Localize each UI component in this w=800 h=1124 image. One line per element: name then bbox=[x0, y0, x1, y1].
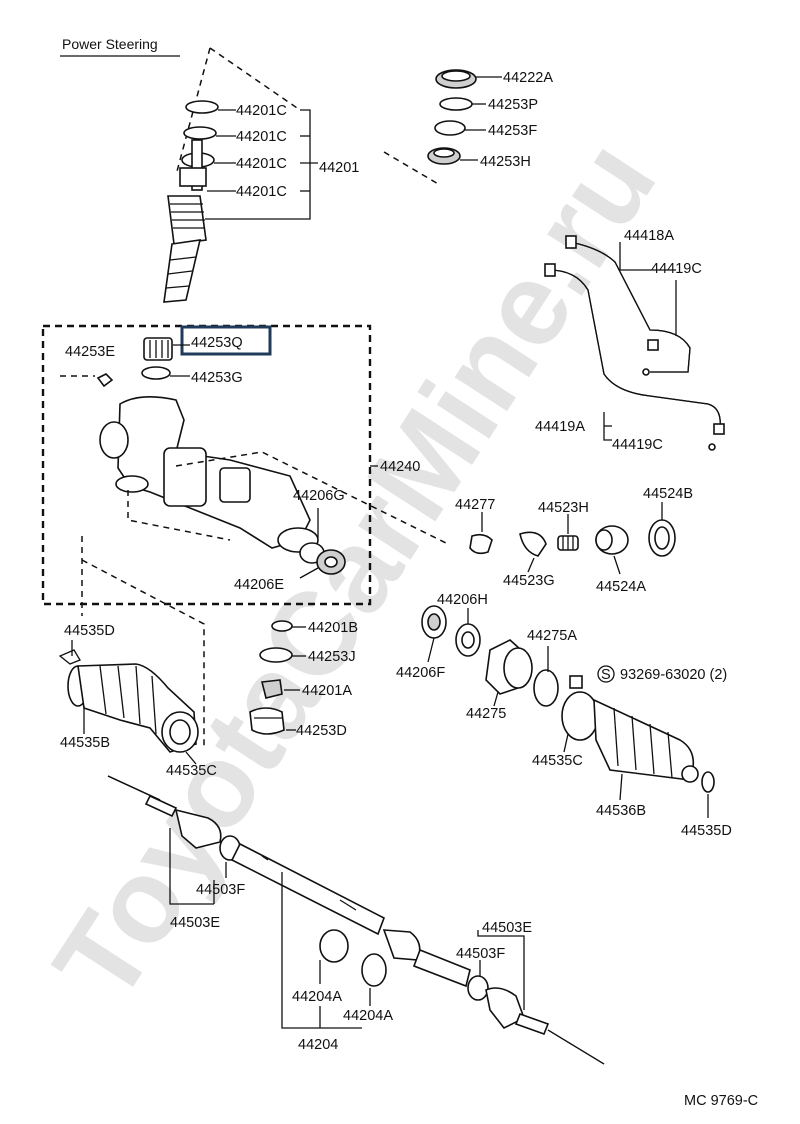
label-44275: 44275 bbox=[466, 706, 506, 722]
label-44253H: 44253H bbox=[480, 154, 531, 170]
label-44419A: 44419A bbox=[535, 419, 585, 435]
label-44536B: 44536B bbox=[596, 803, 646, 819]
pressure-tubes bbox=[544, 235, 725, 451]
label-44206E: 44206E bbox=[234, 577, 284, 593]
steering-rack bbox=[107, 775, 605, 1065]
label-44201B: 44201B bbox=[308, 620, 358, 636]
label-44201: 44201 bbox=[319, 160, 359, 176]
label-44275A: 44275A bbox=[527, 628, 577, 644]
label-44535C: 44535C bbox=[532, 753, 583, 769]
label-44419C: 44419C bbox=[612, 437, 663, 453]
label-44503E: 44503E bbox=[170, 915, 220, 931]
label-44204A: 44204A bbox=[343, 1008, 393, 1024]
label-93269-63020: 93269-63020 (2) bbox=[620, 667, 727, 683]
label-44253G: 44253G bbox=[191, 370, 243, 386]
label-44201C: 44201C bbox=[236, 103, 287, 119]
label-44535D: 44535D bbox=[64, 623, 115, 639]
label-44201C: 44201C bbox=[236, 156, 287, 172]
label-44222A: 44222A bbox=[503, 70, 553, 86]
label-44277: 44277 bbox=[455, 497, 495, 513]
label-44524B: 44524B bbox=[643, 486, 693, 502]
label-44201C: 44201C bbox=[236, 184, 287, 200]
label-44253Q: 44253Q bbox=[191, 335, 243, 351]
left-boot bbox=[58, 649, 199, 753]
label-44206F: 44206F bbox=[396, 665, 445, 681]
seal-parts bbox=[421, 605, 559, 707]
label-44535B: 44535B bbox=[60, 735, 110, 751]
watermark: ToyotaCarMine.ru bbox=[29, 118, 681, 1024]
label-44240: 44240 bbox=[380, 459, 420, 475]
label-44535D: 44535D bbox=[681, 823, 732, 839]
label-44524A: 44524A bbox=[596, 579, 646, 595]
label-44204A: 44204A bbox=[292, 989, 342, 1005]
label-44419C: 44419C bbox=[651, 261, 702, 277]
label-44253F: 44253F bbox=[488, 123, 537, 139]
s-mark-letter: S bbox=[601, 667, 611, 683]
label-44204: 44204 bbox=[298, 1037, 338, 1053]
diagram-title: Power Steering bbox=[62, 36, 158, 52]
label-44535C: 44535C bbox=[166, 763, 217, 779]
label-44201C: 44201C bbox=[236, 129, 287, 145]
label-44503F: 44503F bbox=[456, 946, 505, 962]
housing-assembly-box bbox=[41, 324, 372, 606]
yoke-parts bbox=[469, 519, 676, 557]
label-44253D: 44253D bbox=[296, 723, 347, 739]
label-44523G: 44523G bbox=[503, 573, 555, 589]
right-boot bbox=[561, 675, 715, 793]
label-44253J: 44253J bbox=[308, 649, 356, 665]
label-44253P: 44253P bbox=[488, 97, 538, 113]
label-44201A: 44201A bbox=[302, 683, 352, 699]
gear-housing bbox=[96, 337, 346, 575]
label-44503F: 44503F bbox=[196, 882, 245, 898]
s-mark-circle bbox=[597, 665, 615, 683]
bearing-stack bbox=[427, 69, 477, 165]
diagram-code: MC 9769-C bbox=[684, 1093, 758, 1109]
highlight-box-44253Q bbox=[180, 325, 272, 356]
label-44206H: 44206H bbox=[437, 592, 488, 608]
pinion-shaft bbox=[163, 47, 301, 303]
label-44253E: 44253E bbox=[65, 344, 115, 360]
label-44523H: 44523H bbox=[538, 500, 589, 516]
rack-bushing-parts bbox=[249, 620, 293, 735]
label-44206G: 44206G bbox=[293, 488, 345, 504]
label-44418A: 44418A bbox=[624, 228, 674, 244]
label-44503E: 44503E bbox=[482, 920, 532, 936]
